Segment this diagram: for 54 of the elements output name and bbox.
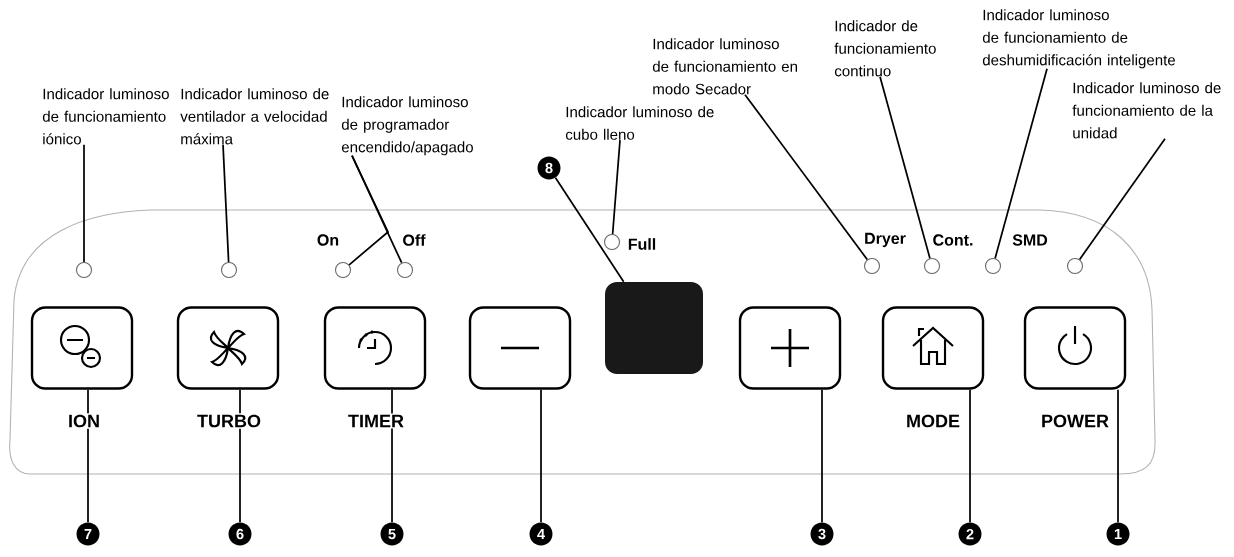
leader-line	[554, 176, 625, 283]
callout-text: Indicador luminoso de programador encendido/apagado	[341, 96, 473, 156]
leader-line	[83, 143, 85, 263]
indicator-light	[1067, 257, 1084, 275]
indicator-light	[75, 261, 93, 279]
display-window	[605, 282, 703, 374]
button	[176, 306, 280, 390]
button	[30, 306, 134, 390]
callout-text: Indicador luminoso de ventilador a velocidad máxima	[180, 88, 329, 145]
callout-text: Indicador luminoso de funcionamiento de la unidad	[1072, 82, 1221, 139]
leader-line	[1078, 137, 1166, 261]
callout-number: 2	[958, 522, 982, 546]
leader-line	[540, 388, 542, 524]
button	[738, 306, 842, 390]
leader-line	[222, 143, 230, 263]
indicator-label: Cont.	[933, 234, 973, 246]
callout-number: 6	[228, 522, 252, 546]
leader-line	[821, 388, 823, 524]
button-label: ION	[66, 413, 102, 429]
leader-line	[1117, 388, 1119, 524]
indicator-label: Off	[403, 234, 426, 246]
callout-number: 5	[380, 522, 404, 546]
indicator-label: Full	[628, 238, 656, 250]
leader-line	[879, 75, 931, 260]
callout-text: Indicador luminoso de funcionamiento iónico	[42, 88, 169, 145]
indicator-label: SMD	[1012, 234, 1048, 246]
leader-line	[239, 388, 241, 524]
leader-line	[744, 93, 869, 261]
callout-number: 1	[1106, 522, 1130, 546]
leader-line	[391, 388, 393, 524]
indicator-light	[220, 261, 238, 279]
callout-number: 4	[529, 522, 553, 546]
leader-line	[87, 388, 89, 524]
callout-number: 7	[76, 522, 100, 546]
button	[1023, 306, 1127, 390]
indicator-label: Dryer	[865, 232, 906, 248]
button	[323, 306, 427, 390]
button	[468, 306, 572, 390]
button-label: TURBO	[195, 413, 263, 429]
leader-line	[994, 67, 1048, 260]
leader-line	[969, 388, 971, 524]
callout-text: Indicador luminoso de funcionamiento de deshumidificación inteligente	[982, 9, 1175, 69]
indicator-label: On	[317, 234, 339, 246]
leader-line	[351, 154, 403, 264]
callout-text: Indicador de funcionamiento continuo	[834, 20, 936, 77]
button-label: TIMER	[346, 413, 406, 429]
leader-line	[611, 139, 621, 235]
callout-text: Indicador luminoso de cubo lleno	[565, 106, 714, 140]
callout-text: Indicador luminoso de funcionamiento en modo Secador	[652, 38, 797, 95]
callout-number: 3	[810, 522, 834, 546]
button	[881, 306, 985, 390]
callout-number: 8	[537, 156, 561, 180]
button-label: POWER	[1039, 413, 1111, 429]
button-label: MODE	[904, 413, 962, 429]
